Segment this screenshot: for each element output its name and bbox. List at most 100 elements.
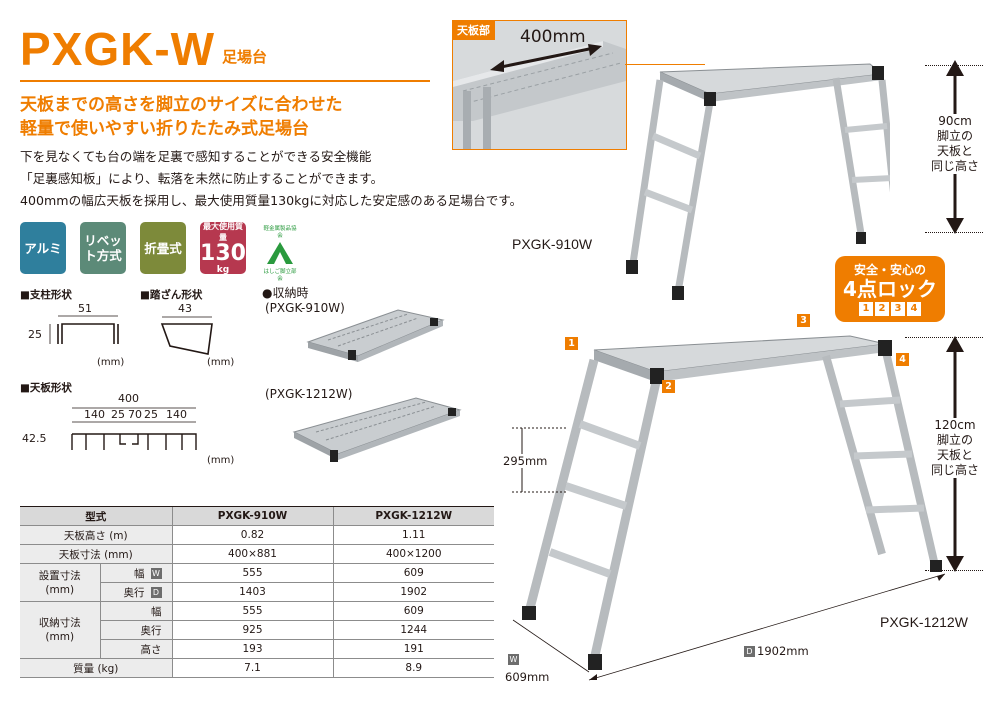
lock-number: 4: [907, 302, 921, 316]
depth-value: 1902mm: [757, 644, 809, 658]
height-910-line3: 天板と: [936, 144, 973, 158]
sub-label: 奥行: [100, 620, 172, 640]
lock-point-1: 1: [565, 337, 578, 350]
sub-label: 奥行 D: [100, 582, 172, 602]
max-load-unit: kg: [216, 264, 230, 275]
table-row: 天板寸法 (mm) 400×881 400×1200: [20, 544, 494, 564]
width-tag-icon: W: [150, 568, 162, 579]
storage-title: ●収納時: [262, 286, 309, 300]
model-910-label: PXGK-910W: [512, 236, 593, 252]
cell-1212: 1244: [332, 620, 494, 640]
table-row: 奥行 925 1244: [20, 620, 494, 640]
cell-910: 400×881: [171, 544, 333, 564]
cell-910: 1403: [171, 582, 333, 602]
lock-caption: 安全・安心の: [853, 263, 926, 277]
pillar-width: 51: [78, 302, 92, 315]
lock-point-2: 2: [662, 380, 675, 393]
cell-1212: 1902: [332, 582, 494, 602]
folded-910-image: [306, 309, 445, 362]
height-guide-top-1212: [905, 337, 983, 338]
cell-1212: 191: [332, 639, 494, 659]
top-part-2: 25: [111, 408, 125, 421]
height-1212-line2: 脚立の: [936, 433, 973, 447]
certification-icon: [267, 242, 293, 264]
scaffold-1212-image: [522, 335, 942, 670]
sub-label-text: 奥行: [123, 586, 145, 599]
table-row: 奥行 D 1403 1902: [20, 582, 494, 602]
step-shape-drawing: [160, 316, 213, 355]
height-guide-bottom-910: [925, 232, 983, 233]
cell-910: 925: [171, 620, 333, 640]
lock-title: 4点ロック: [843, 277, 937, 301]
scaffold-910-image: [626, 63, 890, 300]
top-unit: (mm): [207, 455, 235, 466]
body-line-2: 「足裏感知板」により、転落を未然に防止することができます。: [20, 171, 384, 186]
title-underline: [20, 80, 430, 82]
storage-model-1212: (PXGK-1212W): [265, 387, 353, 401]
lock-point-3: 3: [797, 314, 810, 327]
height-note-1212: 120cm 脚立の 天板と 同じ高さ: [926, 418, 984, 478]
top-shape-label: ■天板形状: [20, 382, 72, 394]
inset-leader-line: [625, 64, 705, 65]
lock-point-4: 4: [896, 353, 909, 366]
height-guide-bottom-1212: [925, 570, 983, 571]
row-label: 質量 (kg): [20, 658, 172, 678]
depth-dimension: D 1902mm: [744, 644, 809, 658]
width-tag-icon: W: [508, 654, 519, 665]
sub-label: 高さ: [100, 639, 172, 659]
sub-label-text: 幅: [134, 567, 145, 580]
cell-910: 193: [171, 639, 333, 659]
pillar-unit: (mm): [97, 357, 125, 368]
width-arrow: [490, 44, 602, 72]
product-code: PXGK-W: [20, 23, 216, 75]
lock-numbers: 1 2 3 4: [835, 302, 945, 316]
inset-width-label: 400mm: [520, 27, 586, 47]
top-total-width: 400: [118, 392, 139, 405]
depth-tag-icon: D: [744, 645, 755, 657]
product-type: 足場台: [222, 48, 268, 66]
table-header-row: 型式 PXGK-910W PXGK-1212W: [20, 506, 494, 526]
certification-mark: 軽金属製品協会 はしご脚立部会: [262, 226, 298, 283]
step-pitch-label: 295mm: [503, 454, 548, 468]
cell-1212: 1.11: [332, 525, 494, 545]
top-shape-drawing: [71, 407, 197, 450]
lead-line-1: 天板までの高さを脚立のサイズに合わせた: [20, 95, 343, 115]
width-value: 609mm: [505, 670, 550, 684]
pillar-shape-drawing: [49, 315, 119, 344]
four-point-lock-badge: 安全・安心の 4点ロック 1 2 3 4: [835, 256, 945, 322]
cell-910: 555: [171, 563, 333, 583]
table-row: 天板高さ (m) 0.82 1.11: [20, 525, 494, 545]
folded-1212-image: [292, 397, 462, 462]
model-1212-label: PXGK-1212W: [880, 614, 968, 630]
cell-910: 7.1: [171, 658, 333, 678]
cell-1212: 400×1200: [332, 544, 494, 564]
max-load-badge: 最大使用質量 130 kg: [200, 222, 246, 275]
inset-tag: 天板部: [452, 20, 495, 40]
height-note-910: 90cm 脚立の 天板と 同じ高さ: [926, 114, 984, 174]
install-group-label: 設置寸法 (mm): [20, 563, 101, 602]
lock-number: 3: [891, 302, 905, 316]
storage-model-910: (PXGK-910W): [265, 301, 345, 315]
row-label: 天板寸法 (mm): [20, 544, 172, 564]
depth-tag-icon: D: [150, 587, 162, 598]
folding-badge: 折畳式: [140, 222, 186, 274]
height-910-value: 90cm: [938, 114, 972, 128]
pillar-shape-label: ■支柱形状: [20, 289, 72, 301]
rivet-badge: リベット方式: [80, 222, 126, 274]
body-line-1: 下を見なくても台の端を足裏で感知することができる安全機能: [20, 149, 372, 164]
top-part-1: 140: [84, 408, 105, 421]
material-badge: アルミ: [20, 222, 66, 274]
step-unit: (mm): [207, 357, 235, 368]
top-part-3: 70: [128, 408, 142, 421]
cell-1212: 8.9: [332, 658, 494, 678]
cert-bottom-text: はしご脚立部会: [263, 269, 297, 282]
footprint-dimensions: [512, 573, 946, 681]
step-width: 43: [178, 302, 192, 315]
height-guide-top-910: [925, 65, 983, 66]
cert-top-text: 軽金属製品協会: [263, 226, 297, 239]
top-height: 42.5: [22, 432, 47, 445]
cell-910: 555: [171, 601, 333, 621]
top-part-4: 25: [144, 408, 158, 421]
lead-line-2: 軽量で使いやすい折りたたみ式足場台: [20, 119, 309, 139]
